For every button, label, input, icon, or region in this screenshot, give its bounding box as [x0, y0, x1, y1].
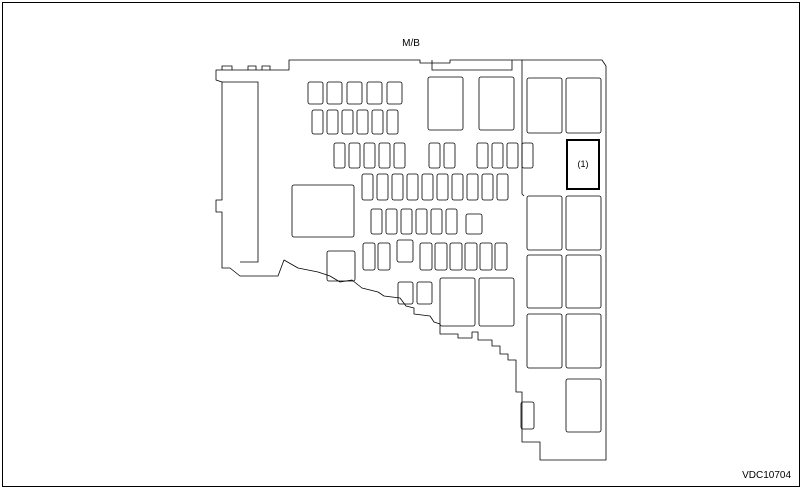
fuse: [434, 242, 448, 271]
fuse-row-2: [311, 109, 399, 135]
relay: [526, 195, 563, 251]
fuse: [419, 242, 433, 271]
fuse: [377, 242, 391, 271]
fuse: [393, 142, 406, 169]
fuse: [466, 173, 479, 201]
fuse: [496, 173, 509, 201]
fuse-row-4: [361, 173, 509, 201]
relay-large: [291, 184, 355, 238]
relay: [565, 313, 602, 369]
fuse: [341, 109, 354, 135]
fuse: [415, 208, 428, 235]
fuse-row-3: [333, 142, 534, 169]
relay: [526, 254, 563, 309]
fuse: [376, 173, 389, 201]
fuse: [464, 242, 478, 271]
relay: [565, 195, 602, 251]
fuse: [333, 142, 346, 169]
fuse: [451, 173, 464, 201]
relay: [478, 76, 515, 131]
highlight-label: (1): [578, 159, 589, 169]
fuse: [436, 173, 449, 201]
left-recess: [222, 81, 259, 263]
fuse: [400, 208, 413, 235]
fuse: [307, 81, 324, 105]
fuse: [356, 109, 369, 135]
relay: [478, 277, 515, 327]
fuse: [385, 208, 398, 235]
relay-blocks: [291, 76, 535, 430]
fuse: [378, 142, 391, 169]
fuse: [361, 173, 374, 201]
fuse: [346, 81, 363, 105]
fuse: [521, 142, 534, 169]
fuse: [391, 173, 404, 201]
fuse: [443, 142, 456, 169]
fuse-row-6: [362, 239, 508, 271]
fuse-box-outline: [215, 59, 607, 461]
right-relay-column-border: [521, 60, 525, 197]
top-notch: [431, 60, 513, 71]
fuse: [370, 208, 383, 235]
relay: [565, 254, 602, 309]
fuse: [428, 142, 441, 169]
fuse: [449, 242, 463, 271]
fuse: [366, 81, 383, 105]
fuse: [506, 142, 519, 169]
fuse: [479, 242, 493, 271]
fuse: [421, 173, 434, 201]
relay: [526, 77, 563, 134]
relay: [427, 76, 464, 131]
fuse: [430, 208, 443, 235]
fuse: [326, 81, 343, 105]
diagram-title: M/B: [402, 38, 420, 49]
fuse: [406, 173, 419, 201]
fuse: [386, 109, 399, 135]
right-column-relays: [526, 77, 602, 433]
fuse: [326, 109, 339, 135]
fuse: [465, 213, 483, 235]
relay: [565, 378, 602, 433]
highlighted-relay: [566, 139, 600, 190]
fuse: [348, 142, 361, 169]
fuse: [386, 81, 403, 105]
connector-slot: [520, 401, 535, 430]
relay-small: [326, 250, 356, 282]
fuse: [362, 242, 376, 271]
relay: [526, 313, 563, 369]
figure-code: VDC10704: [742, 470, 791, 481]
fuse: [491, 142, 504, 169]
fuse: [363, 142, 376, 169]
top-lug-left: [221, 65, 271, 70]
relay: [565, 77, 602, 134]
fuse: [494, 242, 508, 271]
fuse-row-1: [307, 81, 403, 105]
fuse: [445, 208, 458, 235]
fuse-row-5: [370, 208, 483, 235]
fuse-small: [397, 281, 414, 305]
fuse: [476, 142, 489, 169]
relay: [439, 277, 476, 327]
fuse: [371, 109, 384, 135]
fuse-small: [416, 281, 433, 305]
fuse: [311, 109, 324, 135]
fuse: [396, 239, 414, 263]
fuse: [481, 173, 494, 201]
